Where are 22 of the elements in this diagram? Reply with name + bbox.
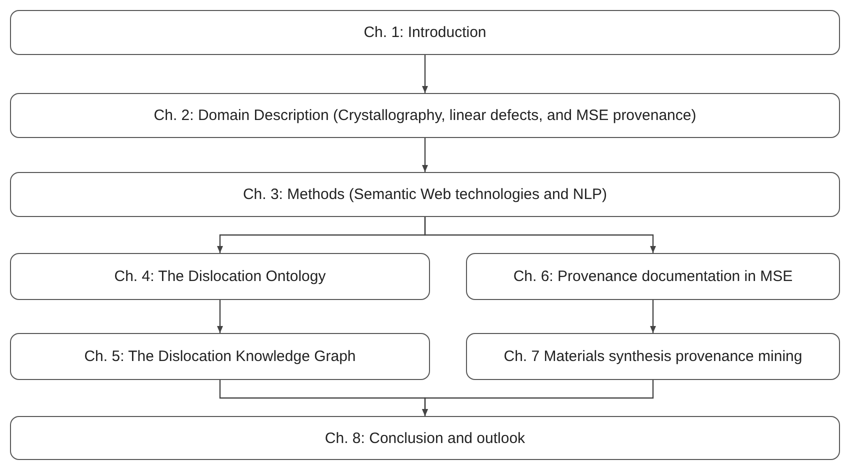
arrow xyxy=(424,217,656,253)
chapter-box xyxy=(10,93,840,138)
chapter-box xyxy=(10,10,840,55)
arrow xyxy=(422,380,654,416)
chapter-title: Ch. 4: The Dislocation Ontology xyxy=(113,268,327,285)
chapter-title: Ch. 1: Introduction xyxy=(362,24,488,41)
chapter-box xyxy=(10,416,840,460)
chapter-title: Ch. 3: Methods (Semantic Web technologies and NLP) xyxy=(242,186,608,203)
chapter-box xyxy=(10,333,430,380)
chapter-title: Ch. 8: Conclusion and outlook xyxy=(324,430,526,446)
chapter-title: Ch. 2: Domain Description (Crystallography, linear defects, and MSE provenance) xyxy=(152,107,698,124)
arrow xyxy=(422,138,428,172)
arrow xyxy=(650,300,656,333)
chapter-box xyxy=(466,333,840,380)
chapter-box xyxy=(466,253,840,300)
chapter-box xyxy=(10,253,430,300)
chapter-title: Ch. 6: Provenance documentation in MSE xyxy=(512,268,794,285)
chapter-box xyxy=(10,172,840,217)
arrow xyxy=(422,55,428,93)
chapter-title: Ch. 5: The Dislocation Knowledge Graph xyxy=(83,348,357,365)
chapter-title: Ch. 7 Materials synthesis provenance mining xyxy=(502,348,804,365)
arrow xyxy=(217,300,223,333)
